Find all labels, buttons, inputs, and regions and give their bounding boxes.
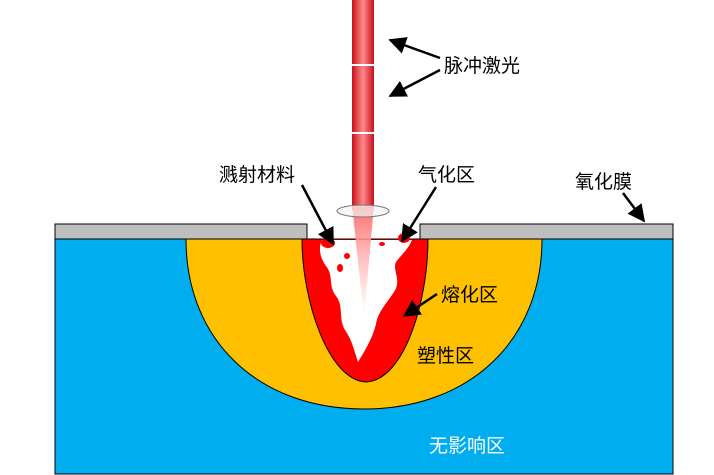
splatter-droplet xyxy=(344,253,350,259)
arrow-splatter xyxy=(300,184,335,246)
label-splatter-material: 溅射材料 xyxy=(219,164,295,186)
arrow-pulse-laser-2 xyxy=(388,68,441,98)
label-melt-zone: 熔化区 xyxy=(441,284,498,306)
vapor-zone xyxy=(319,240,412,362)
arrow-melt-zone xyxy=(402,292,438,318)
arrow-vapor-zone xyxy=(400,186,438,243)
splatter-droplet xyxy=(337,264,343,272)
label-pulse-laser: 脉冲激光 xyxy=(444,55,520,77)
oxide-film-right xyxy=(419,223,674,240)
arrow-pulse-laser-1 xyxy=(388,37,441,60)
oxide-film-left xyxy=(54,223,308,240)
label-oxide-film: 氧化膜 xyxy=(575,171,632,193)
laser-focal-spot xyxy=(336,204,390,218)
label-unaffected-zone: 无影响区 xyxy=(429,435,505,457)
label-vapor-zone: 气化区 xyxy=(418,164,475,186)
laser-beam xyxy=(352,0,374,210)
label-plastic-zone: 塑性区 xyxy=(417,345,474,367)
arrow-oxide-film xyxy=(622,192,646,223)
laser-cone xyxy=(352,205,374,318)
splatter-droplet xyxy=(379,242,385,246)
